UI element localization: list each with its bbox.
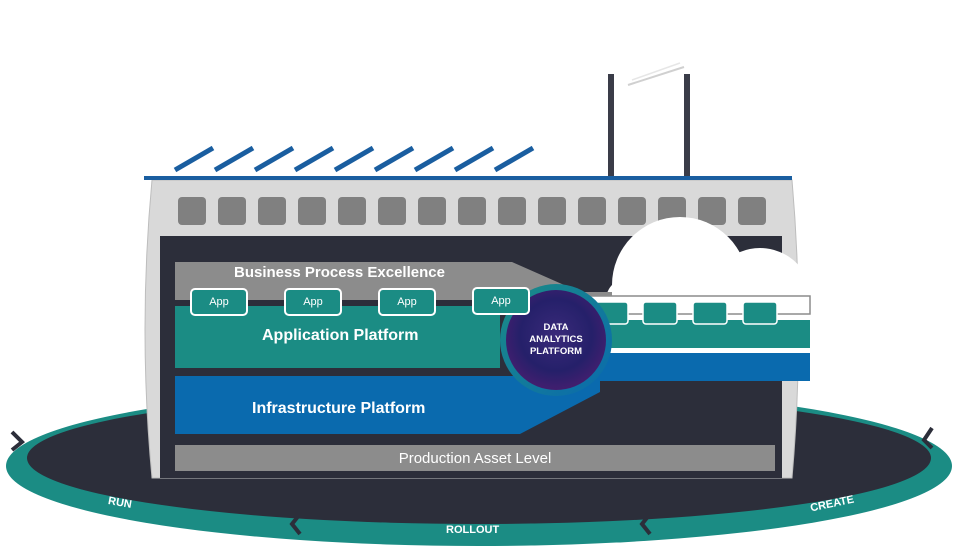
app-tile: App bbox=[190, 288, 248, 316]
production-band-title: Production Asset Level bbox=[398, 450, 552, 467]
app-tile: App bbox=[284, 288, 342, 316]
data-analytics-line3: PLATFORM bbox=[529, 346, 583, 357]
data-analytics-line1: DATA bbox=[543, 322, 569, 333]
infrastructure-band-title: Infrastructure Platform bbox=[252, 400, 426, 417]
application-band-title: Application Platform bbox=[262, 327, 419, 344]
ring-chevron-left bbox=[10, 430, 25, 452]
production-band bbox=[175, 445, 775, 471]
infrastructure-band bbox=[175, 376, 600, 434]
app-tile: App bbox=[472, 287, 530, 315]
ring-chevron-right bbox=[921, 426, 934, 450]
ring-chevron-bottom-right bbox=[639, 512, 652, 536]
solar-panels bbox=[173, 145, 535, 173]
chimneys bbox=[608, 62, 690, 178]
data-analytics-label: DATA ANALYTICS PLATFORM bbox=[510, 322, 602, 358]
data-analytics-line2: ANALYTICS bbox=[529, 334, 583, 345]
app-tile: App bbox=[378, 288, 436, 316]
application-band bbox=[175, 306, 500, 368]
business-band-title: Business Process Excellence bbox=[234, 264, 445, 281]
cycle-label-rollout: ROLLOUT bbox=[446, 524, 500, 536]
cloud-blue-strip bbox=[600, 353, 810, 381]
windows-row bbox=[178, 197, 766, 225]
ring-chevron-bottom-left bbox=[289, 512, 302, 536]
